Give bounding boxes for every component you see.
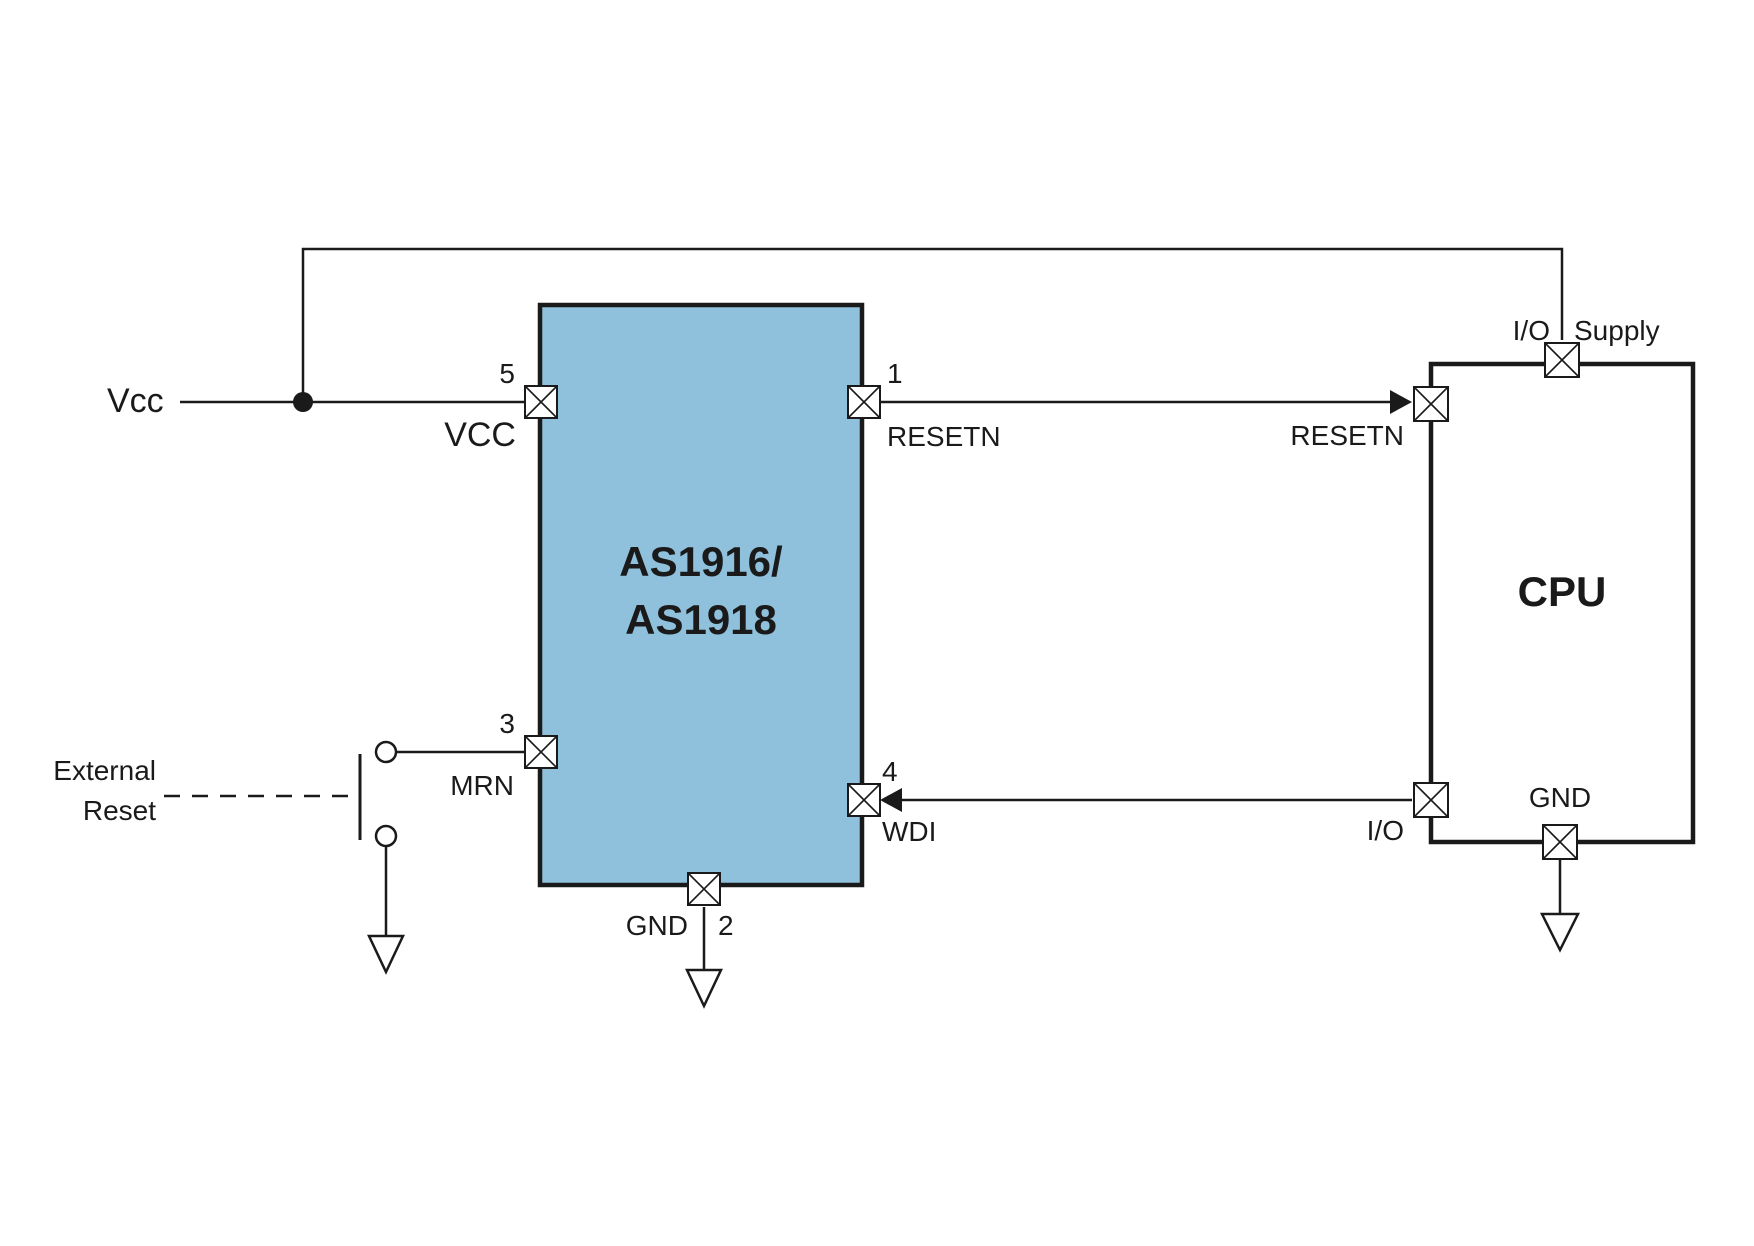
- cpu-pin-resetn-name: RESETN: [1290, 420, 1404, 451]
- switch-bottom-terminal: [374, 824, 398, 848]
- vcc-supply-label: Vcc: [107, 382, 164, 420]
- chip-pin-wdi-number: 4: [882, 756, 898, 787]
- external-reset-label-line1: External: [53, 755, 156, 786]
- io-supply-wire: [301, 247, 1564, 402]
- cpu-pin-io-supply-name-part1: I/O: [1513, 315, 1550, 346]
- chip-pin-wdi-name: WDI: [882, 816, 936, 847]
- ground-symbol-icon: [367, 934, 405, 975]
- chip-pin-mrn-terminal: [524, 735, 558, 769]
- chip-pin-mrn-number: 3: [499, 708, 515, 739]
- chip-pin-gnd-name: GND: [626, 910, 688, 941]
- chip-pin-vcc-terminal: [524, 385, 558, 419]
- chip-pin-resetn-number: 1: [887, 358, 903, 389]
- cpu-pin-gnd-name: GND: [1529, 782, 1591, 813]
- ground-symbol-icon: [685, 968, 723, 1009]
- external-reset-switch: [164, 740, 398, 848]
- cpu-pin-io-name: I/O: [1367, 815, 1404, 846]
- ground-symbol-icon: [1539, 912, 1581, 953]
- resetn-arrow-icon: [1390, 390, 1412, 414]
- chip-pin-resetn-name: RESETN: [887, 421, 1001, 452]
- chip-pin-wdi-terminal: [847, 783, 881, 817]
- cpu-title: CPU: [1518, 568, 1607, 615]
- chip-title-line2: AS1918: [625, 596, 777, 643]
- chip-title-line1: AS1916/: [619, 538, 783, 585]
- wires: [180, 247, 1564, 970]
- cpu-pin-io-supply-terminal: [1544, 342, 1580, 378]
- chip-pin-vcc-name: VCC: [444, 416, 516, 454]
- chip-pin-vcc-number: 5: [499, 358, 515, 389]
- cpu-pin-gnd-terminal: [1542, 824, 1578, 860]
- cpu-pin-io-terminal: [1413, 782, 1449, 818]
- cpu-pin-resetn-terminal: [1413, 386, 1449, 422]
- switch-top-terminal: [374, 740, 398, 764]
- chip-pin-gnd-terminal: [687, 872, 721, 906]
- chip-pin-resetn-terminal: [847, 385, 881, 419]
- chip-body: [537, 302, 865, 888]
- cpu-pin-io-supply-name-part2: Supply: [1574, 315, 1660, 346]
- external-reset-label-line2: Reset: [83, 795, 156, 826]
- wdi-arrow-icon: [880, 788, 902, 812]
- vcc-junction-dot: [293, 392, 313, 412]
- chip-pin-mrn-name: MRN: [450, 770, 514, 801]
- chip-pin-gnd-number: 2: [718, 910, 734, 941]
